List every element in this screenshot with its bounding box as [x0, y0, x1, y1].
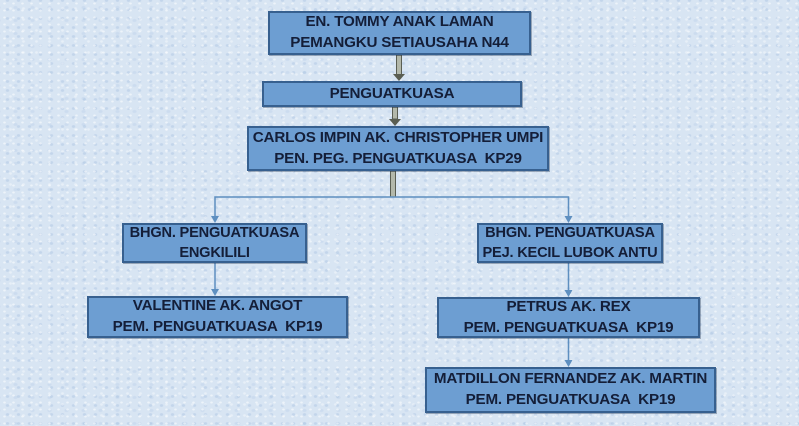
org-node-name: MATDILLON FERNANDEZ AK. MARTIN [433, 370, 708, 388]
connector-unit-officer [389, 106, 401, 126]
arrowhead-down-icon [393, 74, 405, 81]
org-node-staff-petrus: PETRUS AK. REX PEM. PENGUATKUASA KP19 [437, 297, 700, 338]
org-node-secretary: EN. TOMMY ANAK LAMAN PEMANGKU SETIAUSAHA… [268, 11, 531, 55]
arrowhead-down-icon [389, 119, 401, 126]
org-node-name: VALENTINE AK. ANGOT [132, 297, 303, 315]
arrowhead-down-icon [211, 289, 219, 296]
org-node-title: PEN. PEG. PENGUATKUASA KP29 [274, 149, 522, 167]
org-node-name: BHGN. PENGUATKUASA [129, 224, 300, 241]
org-node-name: PENGUATKUASA [329, 84, 455, 102]
org-node-name: BHGN. PENGUATKUASA [485, 224, 655, 241]
org-node-title: PEMANGKU SETIAUSAHA N44 [290, 34, 509, 51]
org-node-title: PEJ. KECIL LUBOK ANTU [482, 245, 658, 261]
org-node-title: ENGKILILI [179, 245, 250, 261]
org-node-title: PEM. PENGUATKUASA KP19 [465, 391, 676, 408]
connector-secretary-unit [393, 54, 405, 81]
org-node-name: EN. TOMMY ANAK LAMAN [305, 13, 494, 31]
org-node-staff-matdillon: MATDILLON FERNANDEZ AK. MARTIN PEM. PENG… [425, 367, 716, 413]
org-node-branch-engkilili: BHGN. PENGUATKUASA ENGKILILI [122, 223, 307, 263]
arrowhead-down-icon [564, 360, 573, 367]
org-node-staff-valentine: VALENTINE AK. ANGOT PEM. PENGUATKUASA KP… [87, 296, 348, 338]
org-node-name: CARLOS IMPIN AK. CHRISTOPHER UMPI [252, 128, 544, 146]
org-node-branch-lubok-antu: BHGN. PENGUATKUASA PEJ. KECIL LUBOK ANTU [477, 223, 663, 263]
org-node-officer: CARLOS IMPIN AK. CHRISTOPHER UMPI PEN. P… [247, 126, 549, 171]
org-node-unit: PENGUATKUASA [262, 81, 522, 107]
connector-officer-branches [214, 196, 570, 216]
org-node-title: PEM. PENGUATKUASA KP19 [112, 318, 323, 335]
org-node-title: PEM. PENGUATKUASA KP19 [463, 318, 674, 336]
org-node-name: PETRUS AK. REX [506, 297, 631, 315]
connector-officer-stem [390, 170, 396, 198]
